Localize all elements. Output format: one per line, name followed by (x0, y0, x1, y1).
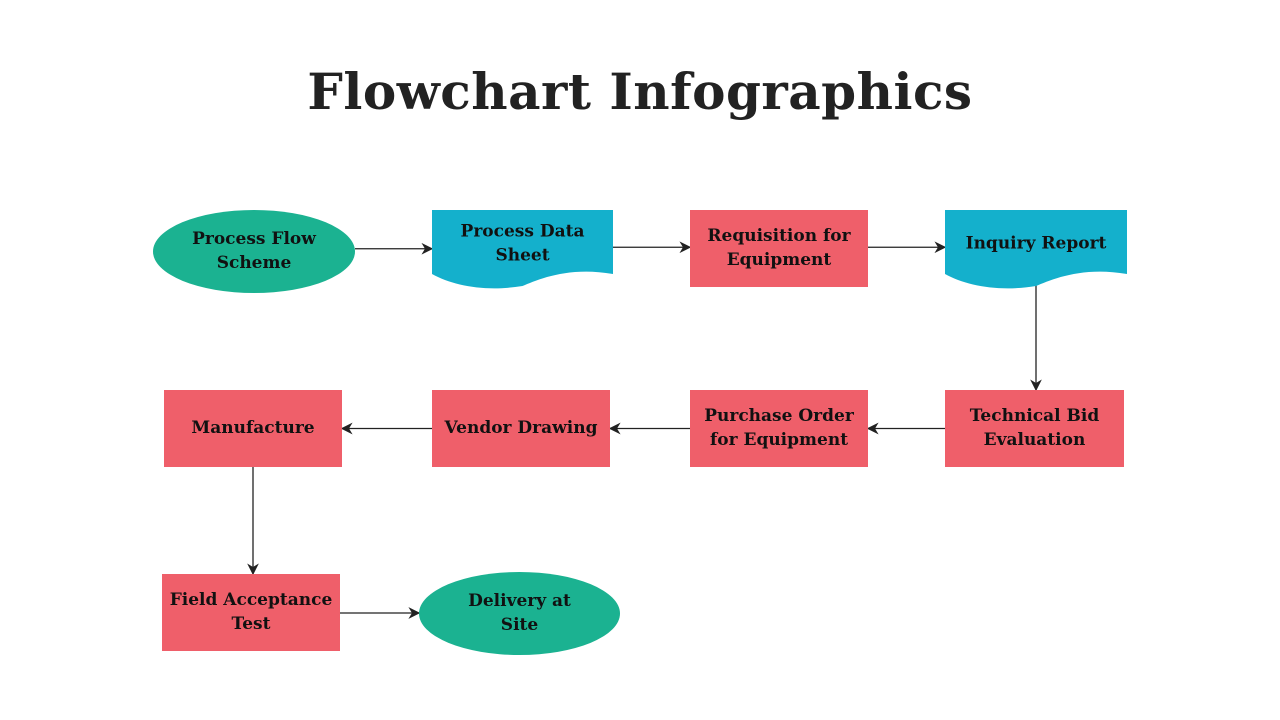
node-label: Purchase Order (704, 406, 855, 426)
connector-arrows (247, 241, 1042, 619)
node-manufacture: Manufacture (164, 390, 342, 467)
page-title: Flowchart Infographics (307, 62, 973, 121)
node-inquiry-report: Inquiry Report (945, 210, 1127, 289)
node-label: Process Flow (192, 229, 316, 249)
node-delivery-at-site: Delivery at Site (419, 572, 620, 655)
process-rect (945, 390, 1124, 467)
process-rect (164, 390, 342, 467)
node-purchase-order-for-equipment: Purchase Order for Equipment (690, 390, 868, 467)
process-rect (162, 574, 340, 651)
node-label: Site (501, 615, 539, 635)
node-label: Scheme (217, 253, 292, 273)
terminal-ellipse (153, 210, 355, 293)
process-rect (432, 390, 610, 467)
node-label: Sheet (495, 246, 549, 266)
node-label: Requisition for (707, 226, 851, 246)
node-label: Process Data (461, 222, 585, 242)
node-label: Delivery at (468, 591, 571, 611)
node-label: Evaluation (984, 430, 1086, 450)
node-label: Test (232, 614, 271, 634)
node-label: Technical Bid (970, 406, 1100, 426)
node-label: for Equipment (710, 430, 848, 450)
process-rect (690, 210, 868, 287)
node-label: Manufacture (191, 418, 314, 438)
document-shape (432, 210, 613, 289)
terminal-ellipse (419, 572, 620, 655)
node-label: Field Acceptance (170, 590, 333, 610)
node-label: Vendor Drawing (444, 418, 598, 438)
document-shape (945, 210, 1127, 289)
process-rect (690, 390, 868, 467)
node-vendor-drawing: Vendor Drawing (432, 390, 610, 467)
node-label: Equipment (727, 250, 832, 270)
node-label: Inquiry Report (966, 234, 1107, 254)
